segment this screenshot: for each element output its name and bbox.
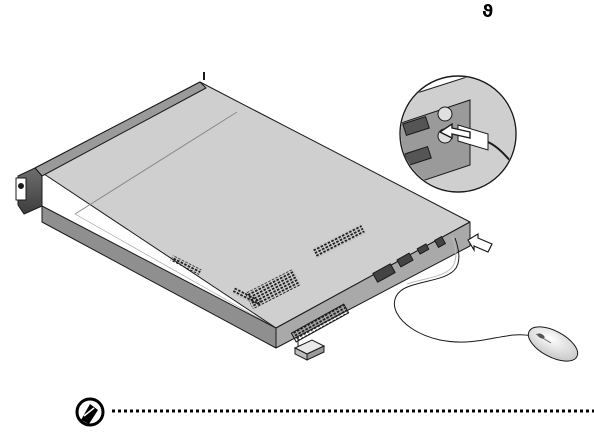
note-section: [77, 399, 594, 425]
ps2-port-upper: [438, 107, 452, 121]
ps2-port-detail: [395, 76, 530, 200]
front-screw: [19, 184, 24, 189]
mouse-body: [523, 320, 583, 368]
server-chassis: [16, 72, 470, 348]
arrow-icon: [468, 234, 492, 252]
mouse-device: [523, 320, 583, 368]
note-pen-icon: [77, 399, 103, 425]
